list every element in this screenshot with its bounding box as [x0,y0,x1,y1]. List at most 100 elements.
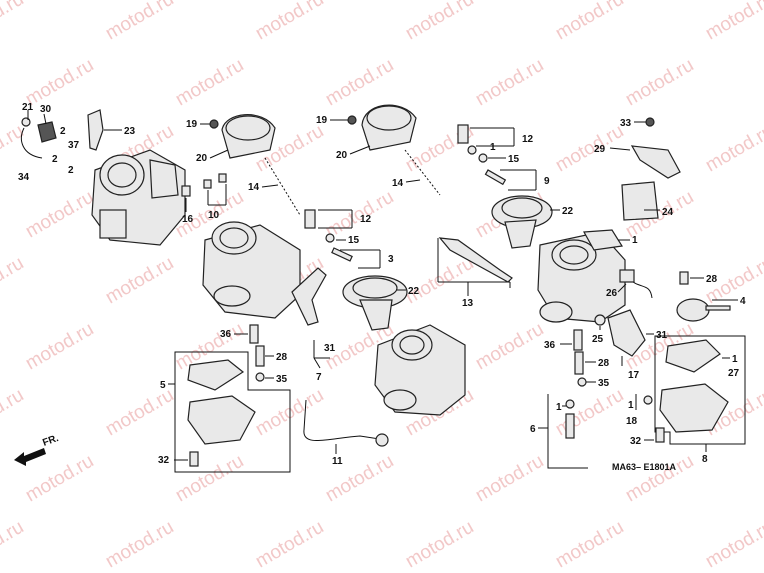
callout-30: 30 [40,104,52,115]
watermark-text: motod.ru [472,55,547,111]
callout-22-right: 22 [562,206,574,217]
callout-26: 26 [606,288,618,299]
watermark-text: motod.ru [622,55,697,111]
watermark-text: motod.ru [252,517,327,573]
bracket-29 [630,145,681,179]
callout-19-left: 19 [186,119,198,130]
callout-1-washer: 1 [628,400,634,411]
callout-24: 24 [662,207,674,218]
ring-1-top [467,145,477,155]
watermark-text: motod.ru [22,187,97,243]
float-bowl-right [659,383,729,433]
callout-2b: 2 [52,154,58,165]
callout-14-right: 14 [392,178,404,189]
box-5 [174,351,291,473]
callout-5: 5 [160,380,166,391]
screw-35-left [255,372,265,382]
gasket-left [187,359,245,391]
pin-4 [705,305,731,311]
callout-20-left: 20 [196,153,208,164]
watermark-text: motod.ru [622,451,697,507]
callout-1-float: 1 [732,354,738,365]
part-4 [676,298,710,322]
jet-36-left [249,324,259,344]
watermark-text: motod.ru [702,121,764,177]
screw-10b [218,173,227,183]
needle-3 [331,247,353,262]
cover-24 [621,181,659,221]
callout-1-top: 1 [490,142,496,153]
jet-12-right [457,124,469,144]
callout-11: 11 [332,456,343,467]
callout-4: 4 [740,296,746,307]
callout-17: 17 [628,370,640,381]
washer-25 [594,314,606,326]
callout-labels: 21 30 2 37 2 2 34 23 19 20 14 16 10 12 1… [18,102,746,467]
callout-19-right: 19 [316,115,328,126]
bracket-7 [291,267,327,326]
callout-1-gasket: 1 [632,235,638,246]
gasket-1-right [583,229,623,251]
watermark-text: motod.ru [402,517,477,573]
callout-20-right: 20 [336,150,348,161]
watermark-text: motod.ru [22,319,97,375]
watermark-text: motod.ru [102,253,177,309]
callout-2a: 2 [60,126,66,137]
link-plate [87,109,104,151]
sensor-26 [619,269,635,283]
oring-15-right [478,153,488,163]
callout-6: 6 [530,424,536,435]
carburetor-center [374,324,466,416]
bolt-16 [181,185,191,197]
watermark-text: motod.ru [172,451,247,507]
callout-12-left: 12 [360,214,372,225]
box-8 [654,335,746,445]
callout-8: 8 [702,454,708,465]
callout-32-left: 32 [158,455,170,466]
direction-label: FR. [41,433,60,449]
choke-cable-holder [37,121,57,143]
watermark-text: motod.ru [102,517,177,573]
callout-16: 16 [182,214,194,225]
bolt-32-left [189,451,199,467]
callout-36-right: 36 [544,340,556,351]
callout-25: 25 [592,334,604,345]
watermark-text: motod.ru [552,0,627,44]
ring-1-jet [565,399,575,409]
callout-31-right: 31 [656,330,668,341]
callout-31-left: 31 [324,343,336,354]
diagram-code: MA63– E1801A [612,462,677,472]
idle-screw-13 [438,237,513,283]
hose-34 [20,127,43,159]
needle-9 [484,169,507,186]
top-cover-20-right [347,104,417,151]
callout-27: 27 [728,368,740,379]
box-13 [437,238,511,288]
callout-9: 9 [544,176,550,187]
watermark-text: motod.ru [22,55,97,111]
callout-32-right: 32 [630,436,642,447]
watermark-text: motod.ru [0,385,27,441]
watermark-text: motod.ru [552,385,627,441]
screw-21 [21,117,31,127]
callout-12-right: 12 [522,134,534,145]
top-cover-20-left [209,114,276,159]
callout-28-center: 28 [598,358,610,369]
carburetor-left-mid [202,221,301,319]
screw-35-right [577,377,587,387]
bolt-32-right [655,427,665,443]
gasket-right [665,339,721,373]
watermark-text: motod.ru [702,517,764,573]
cable-11 [303,399,387,442]
callout-23: 23 [124,126,136,137]
washer-18 [643,395,653,405]
jet-28-center [574,351,584,375]
screw-10a [203,179,212,189]
callout-14-left: 14 [248,182,260,193]
callout-3: 3 [388,254,394,265]
watermark-text: motod.ru [322,55,397,111]
callout-10: 10 [208,210,220,221]
box-6 [547,394,588,469]
watermark-text: motod.ru [102,385,177,441]
watermark-text: motod.ru [0,517,27,573]
